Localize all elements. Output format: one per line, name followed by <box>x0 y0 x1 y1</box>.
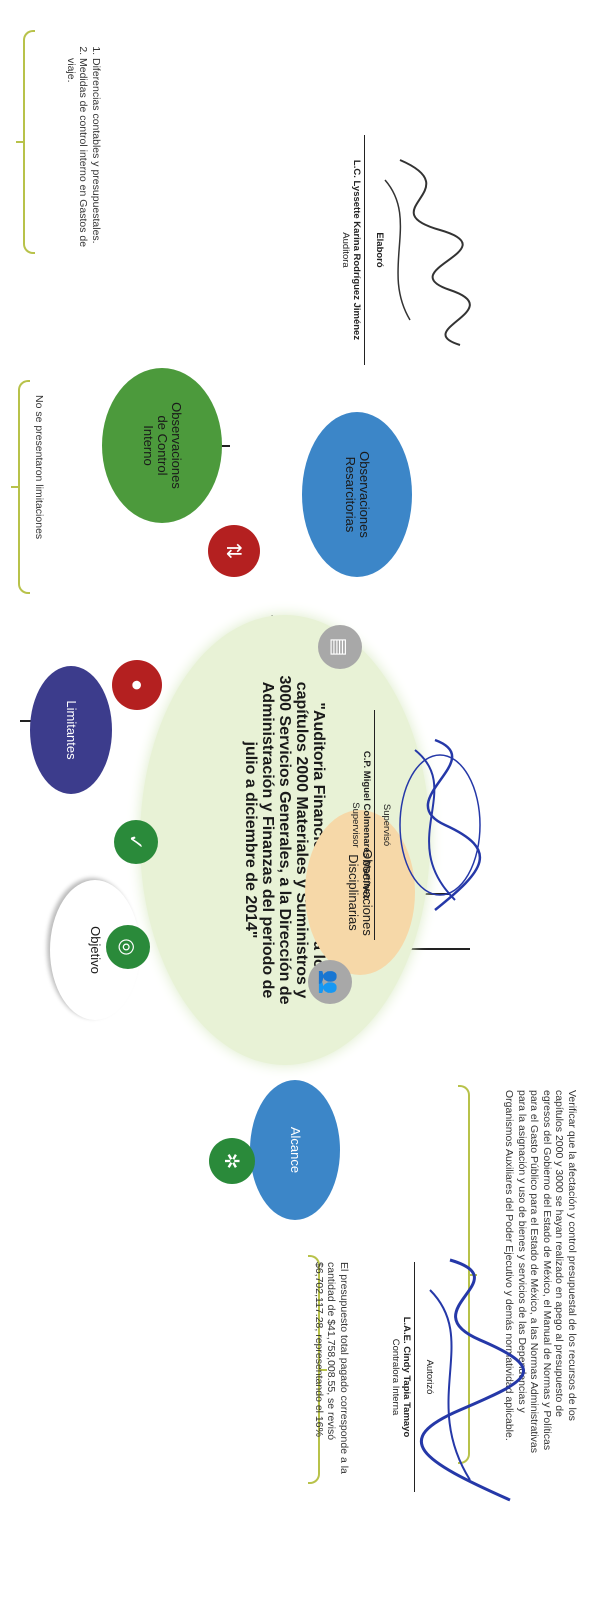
signature-block-elaboro: Elaboró <box>374 135 385 365</box>
central-topic-text: "Auditoria Financiera, Egresos a los cap… <box>242 675 328 1005</box>
alcance-text: El presupuesto total pagado corresponde … <box>313 1262 350 1474</box>
traffic-light-icon: ● <box>112 660 162 710</box>
signature-name: C.P. Miguel Colmenares Martínez <box>361 750 372 900</box>
documents-icon: ▤ <box>318 625 362 669</box>
node-resarcitorias-label: Observaciones Resarcitorias <box>343 451 372 538</box>
signature-elaboro <box>384 159 471 346</box>
signature-name-block-superviso: C.P. Miguel Colmenares Martínez Supervis… <box>350 710 372 940</box>
node-limitantes: Limitantes <box>30 666 112 794</box>
gears-icon: ✲ <box>209 1138 255 1184</box>
signature-autorizo <box>419 1258 526 1502</box>
node-control-interno-label: Observaciones de Control Interno <box>141 402 184 489</box>
limitantes-text: No se presentaron limitaciones <box>33 395 45 540</box>
control-interno-list: Diferencias contables y presupuestales. … <box>65 40 102 258</box>
people-icon: 👥 <box>308 960 352 1004</box>
node-resarcitorias: Observaciones Resarcitorias <box>302 412 412 577</box>
signature-line-elaboro <box>364 135 365 365</box>
node-objetivo-label: Objetivo <box>88 926 103 974</box>
signature-heading: Autorizó <box>424 1359 435 1395</box>
signature-line-autorizo <box>414 1262 415 1492</box>
node-alcance: Alcance <box>250 1080 340 1220</box>
signature-role: Supervisor <box>350 802 361 848</box>
signature-name: L.C. Lyssette Karina Rodríguez Jiménez <box>351 159 362 341</box>
node-control-interno: Observaciones de Control Interno <box>102 368 222 523</box>
control-interno-item: Medidas de control interno en Gastos de … <box>65 58 90 258</box>
signature-role: Auditora <box>340 232 351 268</box>
checkmark-icon: ✓ <box>114 820 158 864</box>
node-limitantes-label: Limitantes <box>64 700 79 760</box>
signature-heading: Elaboró <box>374 232 385 268</box>
signature-name-block-autorizo: L.A.E. Cindy Tapia Tamayo Contralora Int… <box>390 1262 412 1492</box>
brace-limitantes <box>18 380 30 594</box>
target-icon: ◎ <box>106 925 150 969</box>
signature-name-block-elaboro: L.C. Lyssette Karina Rodríguez Jiménez A… <box>340 135 362 365</box>
brace-control-interno <box>23 30 35 254</box>
signature-role: Contralora Interna <box>390 1338 401 1416</box>
arrows-icon: ⇅ <box>208 525 260 577</box>
signature-line-superviso <box>374 710 375 940</box>
signature-superviso <box>399 738 482 911</box>
signature-heading: Supervisó <box>381 803 392 847</box>
control-interno-item: Diferencias contables y presupuestales. <box>90 58 102 258</box>
signature-block-superviso: Supervisó <box>381 710 392 940</box>
signature-block-autorizo: Autorizó <box>424 1262 435 1492</box>
node-alcance-label: Alcance <box>288 1126 303 1174</box>
signature-name: L.A.E. Cindy Tapia Tamayo <box>401 1316 412 1438</box>
